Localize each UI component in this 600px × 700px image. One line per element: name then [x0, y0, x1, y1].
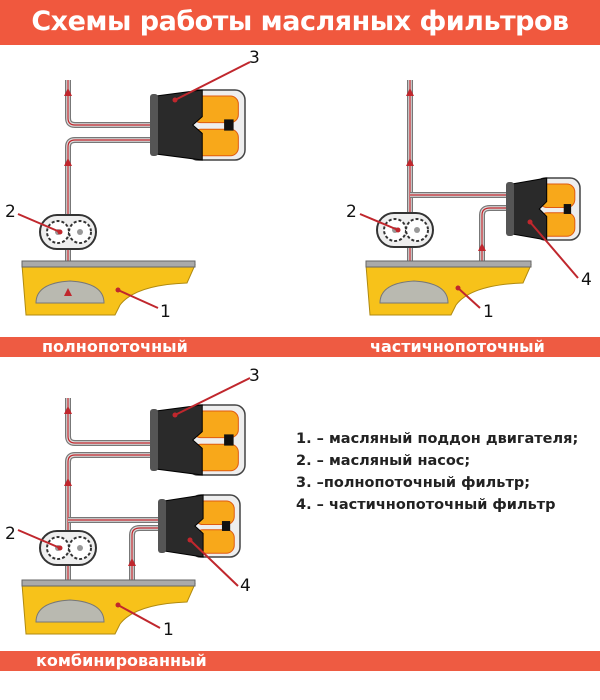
oil-flow-line: [67, 139, 152, 282]
callout-1: 1: [483, 302, 494, 322]
flow-arrow-icon: [128, 558, 136, 566]
filter-base-plate: [506, 182, 514, 236]
pump-gear-hub: [414, 227, 420, 233]
callout-2: 2: [346, 202, 357, 222]
callout-leader: [529, 221, 579, 279]
filter-valve: [224, 119, 234, 131]
filter-base-plate: [158, 499, 166, 553]
oil-flow-line: [481, 207, 508, 275]
callout-2: 2: [5, 524, 16, 544]
filter-base-plate: [150, 94, 158, 156]
callout-leader: [17, 213, 61, 233]
oil-pipe-inner: [66, 398, 152, 445]
flow-arrow-icon: [64, 288, 72, 296]
pump-gear-hub: [77, 545, 83, 551]
callout-dot: [57, 229, 63, 235]
legend-item: 4. – частичнопоточный фильтр: [296, 497, 556, 513]
callout-leader: [174, 61, 251, 101]
oil-flow-line: [131, 527, 160, 588]
callout-leader: [117, 604, 161, 629]
flow-arrow-icon: [64, 88, 72, 96]
filter-valve: [224, 434, 234, 446]
callout-dot: [115, 602, 121, 608]
oil-pipe: [65, 452, 152, 592]
callout-leader: [359, 213, 399, 231]
pump-gear-hub: [77, 229, 83, 235]
legend-item: 2. – масляный насос;: [296, 453, 471, 469]
callout-dot: [172, 97, 178, 103]
legend: 1. – масляный поддон двигателя; 2. – мас…: [296, 428, 578, 516]
callout-1: 1: [160, 302, 171, 322]
oil-pipe: [129, 525, 160, 588]
callout-3: 3: [249, 366, 260, 386]
callout-dot: [187, 537, 193, 543]
filter-cap: [511, 177, 548, 241]
callout-4: 4: [240, 576, 251, 596]
callout-leader: [457, 287, 481, 309]
oil-pan-rim: [21, 579, 196, 587]
filter-cap: [155, 89, 203, 161]
title-banner: Схемы работы масляных фильтров: [0, 0, 600, 45]
callout-3: 3: [249, 48, 260, 68]
oil-pipe-inner: [66, 453, 152, 592]
callout-dot: [172, 412, 178, 418]
filter-base-plate: [150, 409, 158, 471]
callout-leader: [17, 529, 61, 549]
oil-pipe-inner: [66, 80, 152, 127]
filter-valve: [563, 204, 572, 214]
oil-intake-strainer: [379, 280, 449, 304]
filter-valve: [221, 521, 231, 531]
legend-item: 3. –полнопоточный фильтр;: [296, 475, 531, 491]
oil-intake-strainer: [35, 599, 105, 623]
oil-flow-line: [67, 454, 152, 592]
legend-item: 1. – масляный поддон двигателя;: [296, 431, 579, 447]
oil-pan-rim: [21, 260, 196, 268]
callout-4: 4: [581, 270, 592, 290]
scheme-label-partial-flow: частичнопоточный: [370, 337, 545, 356]
filter-cap: [163, 494, 204, 558]
page-title: Схемы работы масляных фильтров: [31, 6, 569, 37]
callout-leader: [189, 539, 239, 587]
callout-dot: [395, 227, 401, 233]
scheme-label-full-flow: полнопоточный: [42, 337, 188, 356]
callout-dot: [455, 285, 461, 291]
callout-1: 1: [163, 620, 174, 640]
filter-cap: [155, 404, 203, 476]
oil-flow-line: [67, 398, 152, 444]
flow-arrow-icon: [406, 88, 414, 96]
callout-leader: [117, 289, 159, 309]
callout-dot: [115, 287, 121, 293]
scheme-label-bar-bottom: комбинированный: [0, 651, 600, 671]
callout-dot: [527, 219, 533, 225]
oil-flow-line: [67, 80, 152, 126]
flow-arrow-icon: [406, 158, 414, 166]
oil-pipe-inner: [130, 526, 160, 588]
callout-leader: [174, 377, 251, 416]
callout-dot: [57, 545, 63, 551]
callout-2: 2: [5, 202, 16, 222]
oil-pipe: [65, 80, 152, 128]
scheme-label-combined: комбинированный: [36, 651, 207, 670]
oil-pipe: [65, 398, 152, 446]
scheme-label-bar-top: полнопоточный частичнопоточный: [0, 337, 600, 357]
flow-arrow-icon: [478, 243, 486, 251]
flow-arrow-icon: [64, 406, 72, 414]
flow-arrow-icon: [64, 478, 72, 486]
flow-arrow-icon: [64, 158, 72, 166]
oil-pan-rim: [365, 260, 532, 268]
